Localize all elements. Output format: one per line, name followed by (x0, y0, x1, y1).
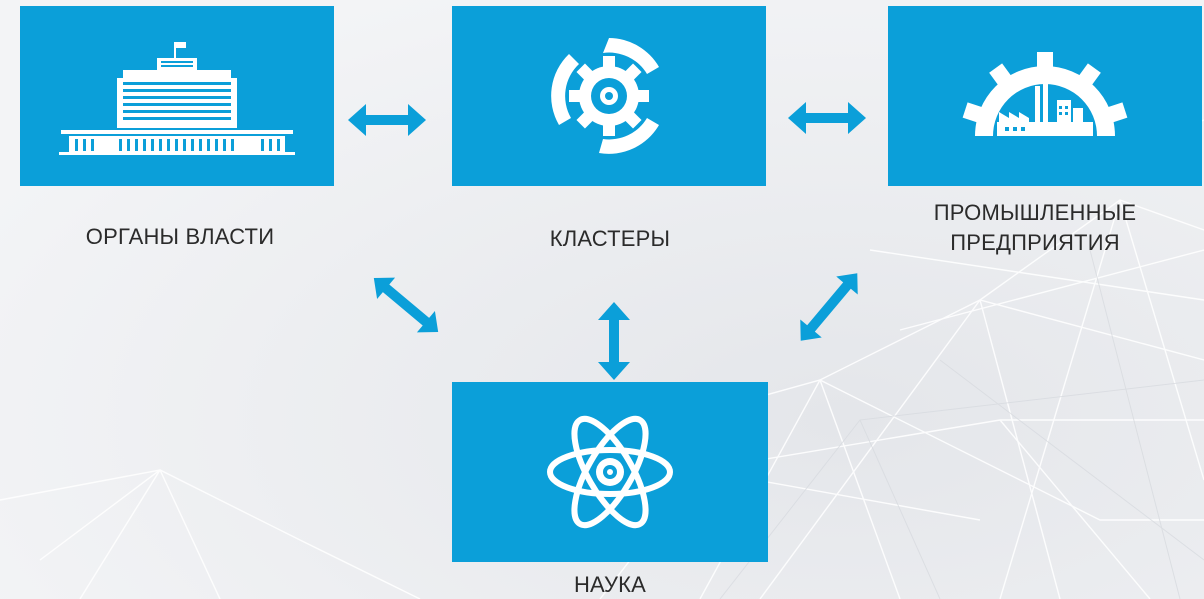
arrow-government-clusters (348, 104, 426, 136)
science-label: НАУКА (573, 572, 647, 597)
arrow-industry-science (800, 273, 858, 341)
clusters-tile (452, 6, 766, 186)
atom-icon (540, 402, 680, 542)
gear-swirl-icon (544, 31, 674, 161)
arrow-clusters-industry (788, 102, 866, 134)
industry-tile (888, 6, 1202, 186)
government-tile (20, 6, 334, 186)
government-label: ОРГАНЫ ВЛАСТИ (85, 224, 275, 249)
industry-label-line2: ПРЕДПРИЯТИЯ (950, 230, 1120, 255)
arrow-government-science (373, 277, 439, 333)
arrow-clusters-science (598, 302, 630, 380)
government-building-icon (57, 36, 297, 156)
industry-label: ПРОМЫШЛЕННЫЕ ПРЕДПРИЯТИЯ (880, 198, 1190, 258)
factory-gear-icon (960, 41, 1130, 151)
science-tile (452, 382, 768, 562)
clusters-label: КЛАСТЕРЫ (549, 226, 671, 251)
industry-label-line1: ПРОМЫШЛЕННЫЕ (933, 200, 1137, 225)
